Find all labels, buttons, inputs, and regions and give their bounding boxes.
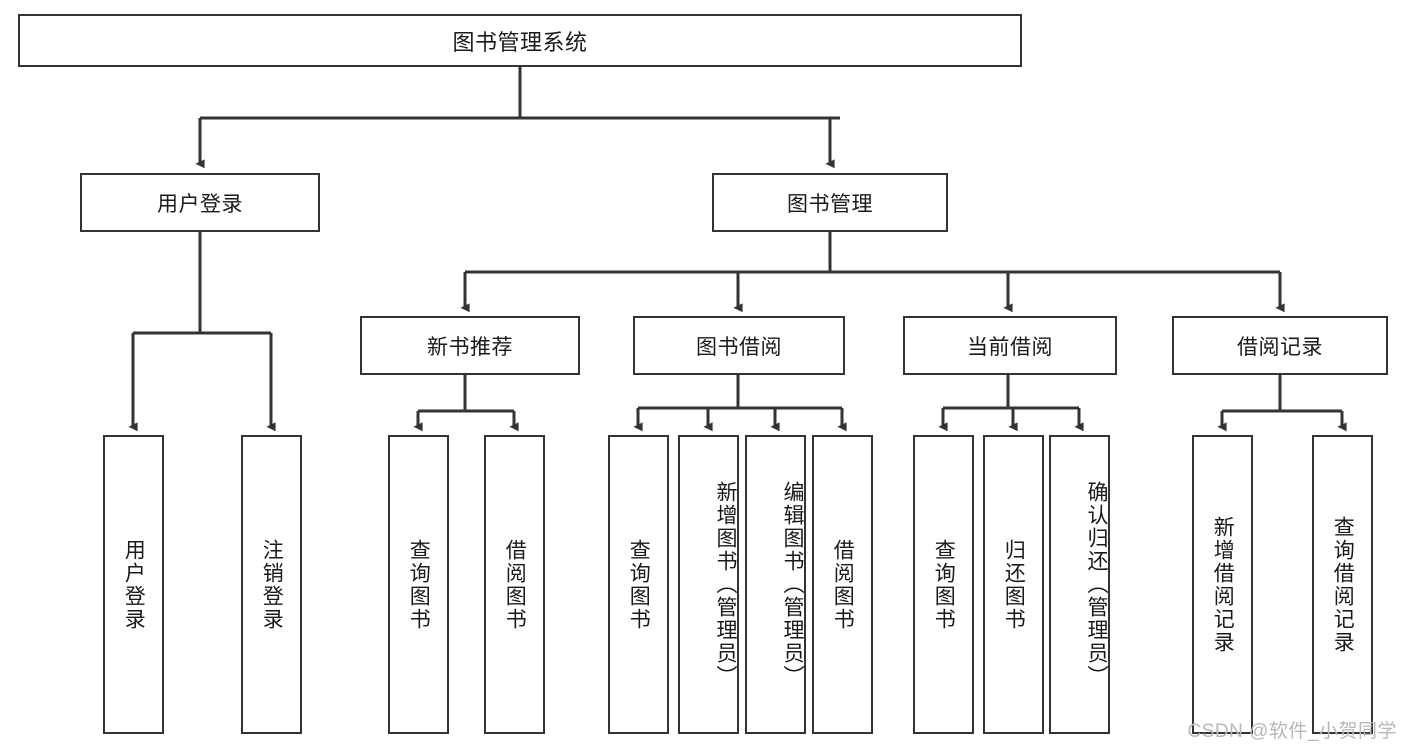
leaf-user-login[interactable]: 用户登录 <box>103 435 164 734</box>
edge-root-to-level2 <box>195 67 840 169</box>
leaf-query-books-recommendation[interactable]: 查询图书 <box>388 435 449 734</box>
edge-current-borrow-to-leaves <box>938 375 1084 432</box>
leaf-borrow-books-borrowing[interactable]: 借阅图书 <box>812 435 873 734</box>
node-new-book-recommendation[interactable]: 新书推荐 <box>360 316 580 375</box>
leaf-add-book-admin[interactable]: 新增图书（管理员） <box>678 435 739 734</box>
node-root-system[interactable]: 图书管理系统 <box>18 14 1022 67</box>
leaf-return-books[interactable]: 归还图书 <box>983 435 1044 734</box>
leaf-query-borrow-record[interactable]: 查询借阅记录 <box>1312 435 1373 734</box>
edge-new-book-rec-to-leaves <box>413 375 519 432</box>
edge-user-login-to-leaves <box>128 232 276 432</box>
leaf-query-books-current[interactable]: 查询图书 <box>913 435 974 734</box>
csdn-watermark: CSDN @软件_小贺同学 <box>1187 721 1397 742</box>
node-borrowing-record[interactable]: 借阅记录 <box>1172 316 1388 375</box>
leaf-edit-book-admin[interactable]: 编辑图书（管理员） <box>745 435 806 734</box>
node-current-borrowing[interactable]: 当前借阅 <box>903 316 1117 375</box>
node-user-login[interactable]: 用户登录 <box>80 173 320 232</box>
edge-borrow-record-to-leaves <box>1217 375 1347 432</box>
leaf-borrow-books-recommendation[interactable]: 借阅图书 <box>484 435 545 734</box>
edge-book-mgmt-to-level3 <box>460 232 1285 313</box>
leaf-confirm-return-admin[interactable]: 确认归还（管理员） <box>1049 435 1110 734</box>
leaf-logout-login[interactable]: 注销登录 <box>241 435 302 734</box>
leaf-add-borrow-record[interactable]: 新增借阅记录 <box>1192 435 1253 734</box>
node-book-management[interactable]: 图书管理 <box>712 173 948 232</box>
node-book-borrowing[interactable]: 图书借阅 <box>633 316 845 375</box>
leaf-query-books-borrowing[interactable]: 查询图书 <box>608 435 669 734</box>
edge-book-borrow-to-leaves <box>633 375 847 432</box>
